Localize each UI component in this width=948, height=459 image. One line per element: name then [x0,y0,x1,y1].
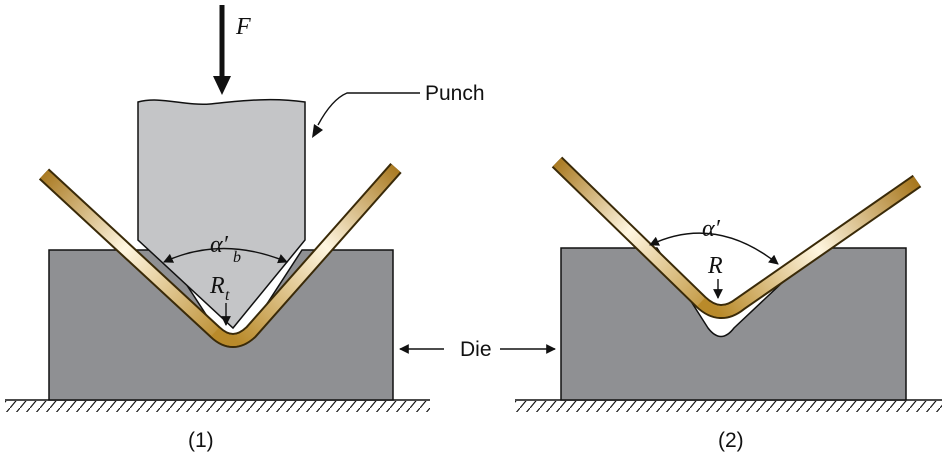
die-right [560,247,907,401]
radius-label-left: R [209,273,225,299]
force-label: F [235,14,251,40]
caption-right: (2) [718,429,744,452]
caption-left: (1) [188,429,214,452]
radius-label-right: R [707,253,723,279]
radius-label-left-sub: t [225,287,230,304]
ground-left [5,399,430,412]
angle-arc-right [649,232,779,265]
ground-right [515,399,942,412]
die-label: Die [460,338,492,361]
angle-arc-left [163,247,288,264]
angle-label-left-sub: b [233,249,241,266]
punch-label: Punch [425,82,485,105]
force-arrow [213,5,231,95]
angle-label-right: α′ [702,216,721,242]
punch [137,98,306,330]
punch-leader [312,92,420,138]
angle-label-left: α′ [210,232,229,258]
